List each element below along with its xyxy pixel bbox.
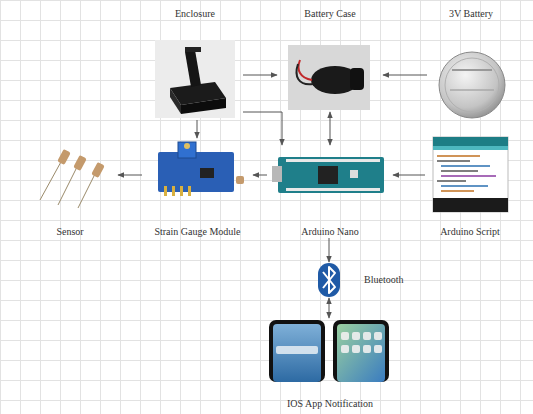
arrow-connector [197, 120, 198, 138]
arrow-connector [383, 75, 427, 76]
component-node: Enclosure [147, 8, 243, 120]
iphone-screens [269, 320, 389, 382]
component-label: 3V Battery [427, 8, 515, 20]
battery-case-photo [288, 45, 370, 110]
component-node: Battery Case [277, 8, 383, 112]
component-label: Arduino Nano [267, 226, 393, 238]
arduino-nano-board [272, 157, 384, 193]
arrow-connector [243, 75, 277, 76]
arrow-connector [329, 298, 330, 318]
strain-sensors [40, 149, 105, 208]
component-label: IOS App Notification [259, 398, 401, 410]
component-label: Battery Case [277, 8, 383, 20]
component-node: Sensor [22, 140, 118, 238]
component-node: Strain Gauge Module [142, 138, 253, 238]
component-label: Sensor [22, 226, 118, 238]
arrow-connector [243, 112, 282, 145]
bluetooth-icon [318, 263, 340, 297]
coin-battery-photo [439, 52, 505, 118]
component-node: 3V Battery [427, 8, 515, 120]
component-node: IOS App Notification [259, 318, 401, 410]
enclosure-photo [155, 40, 235, 118]
script-screenshot [433, 137, 508, 212]
strain-gauge-board [158, 142, 244, 196]
component-label: Enclosure [147, 8, 243, 20]
component-node: Arduino Nano [267, 145, 393, 238]
component-label: Bluetooth [364, 274, 403, 286]
component-label: Strain Gauge Module [142, 226, 253, 238]
component-label: Arduino Script [425, 226, 515, 238]
arrow-connector [253, 175, 267, 176]
component-node: Bluetooth [316, 262, 412, 298]
arrow-connector [330, 112, 331, 145]
arrow-connector [329, 238, 330, 262]
arrow-connector [118, 175, 142, 176]
component-node: Arduino Script [425, 132, 515, 238]
arrow-connector [393, 175, 425, 176]
